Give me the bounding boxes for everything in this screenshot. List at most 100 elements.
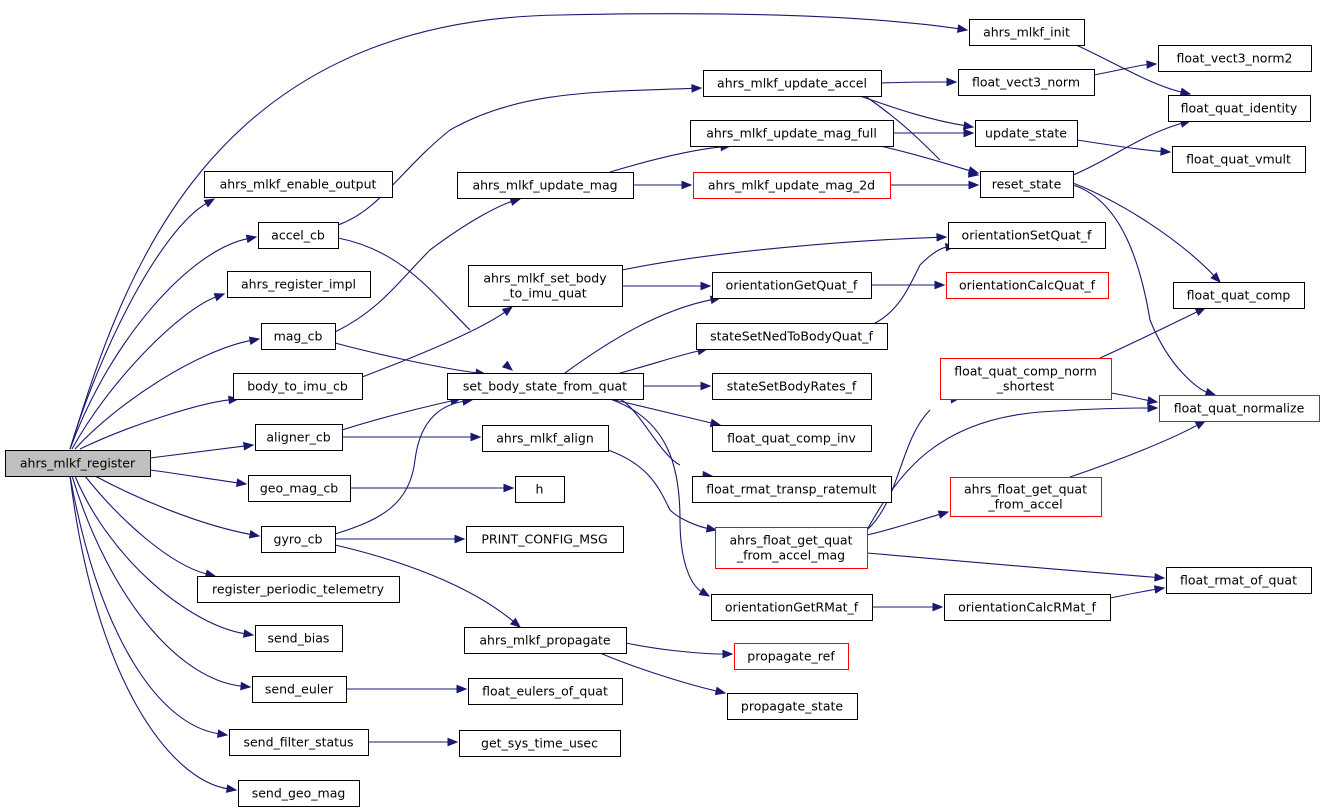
node-float_eulers_of_quat[interactable]: float_eulers_of_quat	[468, 678, 623, 705]
node-orientationGetRMat_f[interactable]: orientationGetRMat_f	[711, 594, 873, 621]
node-ahrs_float_get_quat_from_accel_mag[interactable]: ahrs_float_get_quat_from_accel_mag	[715, 527, 868, 569]
node-float_rmat_of_quat[interactable]: float_rmat_of_quat	[1166, 567, 1312, 594]
node-box[interactable]	[703, 70, 882, 97]
node-gyro_cb[interactable]: gyro_cb	[261, 526, 336, 553]
node-orientationCalcQuat_f[interactable]: orientationCalcQuat_f	[946, 272, 1109, 299]
node-box[interactable]	[940, 358, 1112, 400]
node-box[interactable]	[696, 323, 888, 350]
node-float_vect3_norm[interactable]: float_vect3_norm	[958, 69, 1095, 96]
node-box[interactable]	[468, 265, 623, 307]
node-orientationGetQuat_f[interactable]: orientationGetQuat_f	[712, 272, 872, 299]
node-box[interactable]	[948, 222, 1106, 249]
node-box[interactable]	[1166, 567, 1312, 594]
node-box[interactable]	[482, 425, 609, 452]
node-reset_state[interactable]: reset_state	[980, 171, 1074, 198]
node-box[interactable]	[255, 424, 343, 451]
node-box[interactable]	[457, 172, 634, 199]
node-ahrs_mlkf_update_mag_full[interactable]: ahrs_mlkf_update_mag_full	[690, 120, 894, 147]
node-box[interactable]	[255, 625, 343, 652]
node-body_to_imu_cb[interactable]: body_to_imu_cb	[233, 373, 363, 400]
node-box[interactable]	[204, 171, 393, 198]
node-box[interactable]	[690, 120, 894, 147]
node-ahrs_mlkf_align[interactable]: ahrs_mlkf_align	[482, 425, 609, 452]
node-box[interactable]	[197, 576, 400, 603]
node-aligner_cb[interactable]: aligner_cb	[255, 424, 343, 451]
node-box[interactable]	[515, 476, 565, 503]
node-float_rmat_transp_ratemult[interactable]: float_rmat_transp_ratemult	[692, 476, 892, 503]
node-box[interactable]	[692, 476, 892, 503]
node-box[interactable]	[233, 373, 363, 400]
node-get_sys_time_usec[interactable]: get_sys_time_usec	[459, 730, 621, 757]
node-mag_cb[interactable]: mag_cb	[261, 323, 336, 350]
node-stateSetBodyRates_f[interactable]: stateSetBodyRates_f	[712, 373, 872, 400]
node-ahrs_float_get_quat_from_accel[interactable]: ahrs_float_get_quat_from_accel	[950, 477, 1102, 517]
node-orientationSetQuat_f[interactable]: orientationSetQuat_f	[948, 222, 1106, 249]
node-box[interactable]	[734, 643, 849, 670]
node-float_quat_comp[interactable]: float_quat_comp	[1173, 282, 1305, 309]
node-ahrs_mlkf_update_accel[interactable]: ahrs_mlkf_update_accel	[703, 70, 882, 97]
node-box[interactable]	[1168, 95, 1311, 122]
node-ahrs_mlkf_update_mag_2d[interactable]: ahrs_mlkf_update_mag_2d	[693, 172, 891, 199]
node-ahrs_mlkf_propagate[interactable]: ahrs_mlkf_propagate	[464, 627, 627, 654]
node-propagate_state[interactable]: propagate_state	[727, 693, 858, 720]
node-send_geo_mag[interactable]: send_geo_mag	[238, 780, 360, 807]
node-box[interactable]	[447, 373, 644, 400]
node-box[interactable]	[261, 323, 336, 350]
node-ahrs_mlkf_enable_output[interactable]: ahrs_mlkf_enable_output	[204, 171, 393, 198]
node-box[interactable]	[229, 729, 369, 756]
node-box[interactable]	[715, 527, 868, 569]
node-box[interactable]	[727, 693, 858, 720]
node-register_periodic_telemetry[interactable]: register_periodic_telemetry	[197, 576, 400, 603]
node-ahrs_mlkf_register[interactable]: ahrs_mlkf_register	[5, 450, 151, 477]
node-update_state[interactable]: update_state	[975, 120, 1078, 147]
node-box[interactable]	[5, 450, 151, 477]
node-box[interactable]	[459, 730, 621, 757]
node-float_quat_comp_norm_shortest[interactable]: float_quat_comp_norm_shortest	[940, 358, 1112, 400]
node-orientationCalcRMat_f[interactable]: orientationCalcRMat_f	[944, 594, 1111, 621]
node-box[interactable]	[248, 475, 351, 502]
node-ahrs_mlkf_set_body_to_imu_quat[interactable]: ahrs_mlkf_set_body_to_imu_quat	[468, 265, 623, 307]
node-accel_cb[interactable]: accel_cb	[258, 222, 339, 249]
node-set_body_state_from_quat[interactable]: set_body_state_from_quat	[447, 373, 644, 400]
node-box[interactable]	[969, 19, 1085, 46]
node-box[interactable]	[261, 526, 336, 553]
node-box[interactable]	[227, 271, 371, 298]
node-send_euler[interactable]: send_euler	[252, 676, 347, 703]
node-box[interactable]	[975, 120, 1078, 147]
node-send_bias[interactable]: send_bias	[255, 625, 343, 652]
node-box[interactable]	[1173, 282, 1305, 309]
node-box[interactable]	[464, 627, 627, 654]
node-send_filter_status[interactable]: send_filter_status	[229, 729, 369, 756]
node-box[interactable]	[712, 425, 872, 452]
node-PRINT_CONFIG_MSG[interactable]: PRINT_CONFIG_MSG	[466, 526, 624, 553]
node-box[interactable]	[1159, 395, 1320, 422]
node-box[interactable]	[1158, 45, 1312, 72]
node-box[interactable]	[468, 678, 623, 705]
node-ahrs_register_impl[interactable]: ahrs_register_impl	[227, 271, 371, 298]
node-geo_mag_cb[interactable]: geo_mag_cb	[248, 475, 351, 502]
node-box[interactable]	[944, 594, 1111, 621]
node-box[interactable]	[946, 272, 1109, 299]
node-propagate_ref[interactable]: propagate_ref	[734, 643, 849, 670]
node-box[interactable]	[712, 373, 872, 400]
node-float_quat_normalize[interactable]: float_quat_normalize	[1159, 395, 1320, 422]
node-float_vect3_norm2[interactable]: float_vect3_norm2	[1158, 45, 1312, 72]
node-float_quat_identity[interactable]: float_quat_identity	[1168, 95, 1311, 122]
node-box[interactable]	[238, 780, 360, 807]
node-h[interactable]: h	[515, 476, 565, 503]
node-float_quat_comp_inv[interactable]: float_quat_comp_inv	[712, 425, 872, 452]
node-box[interactable]	[252, 676, 347, 703]
node-float_quat_vmult[interactable]: float_quat_vmult	[1172, 146, 1306, 173]
node-ahrs_mlkf_update_mag[interactable]: ahrs_mlkf_update_mag	[457, 172, 634, 199]
node-box[interactable]	[258, 222, 339, 249]
node-box[interactable]	[712, 272, 872, 299]
node-box[interactable]	[711, 594, 873, 621]
node-ahrs_mlkf_init[interactable]: ahrs_mlkf_init	[969, 19, 1085, 46]
node-box[interactable]	[693, 172, 891, 199]
node-box[interactable]	[980, 171, 1074, 198]
node-box[interactable]	[1172, 146, 1306, 173]
node-box[interactable]	[958, 69, 1095, 96]
node-stateSetNedToBodyQuat_f[interactable]: stateSetNedToBodyQuat_f	[696, 323, 888, 350]
node-box[interactable]	[950, 477, 1102, 517]
node-box[interactable]	[466, 526, 624, 553]
